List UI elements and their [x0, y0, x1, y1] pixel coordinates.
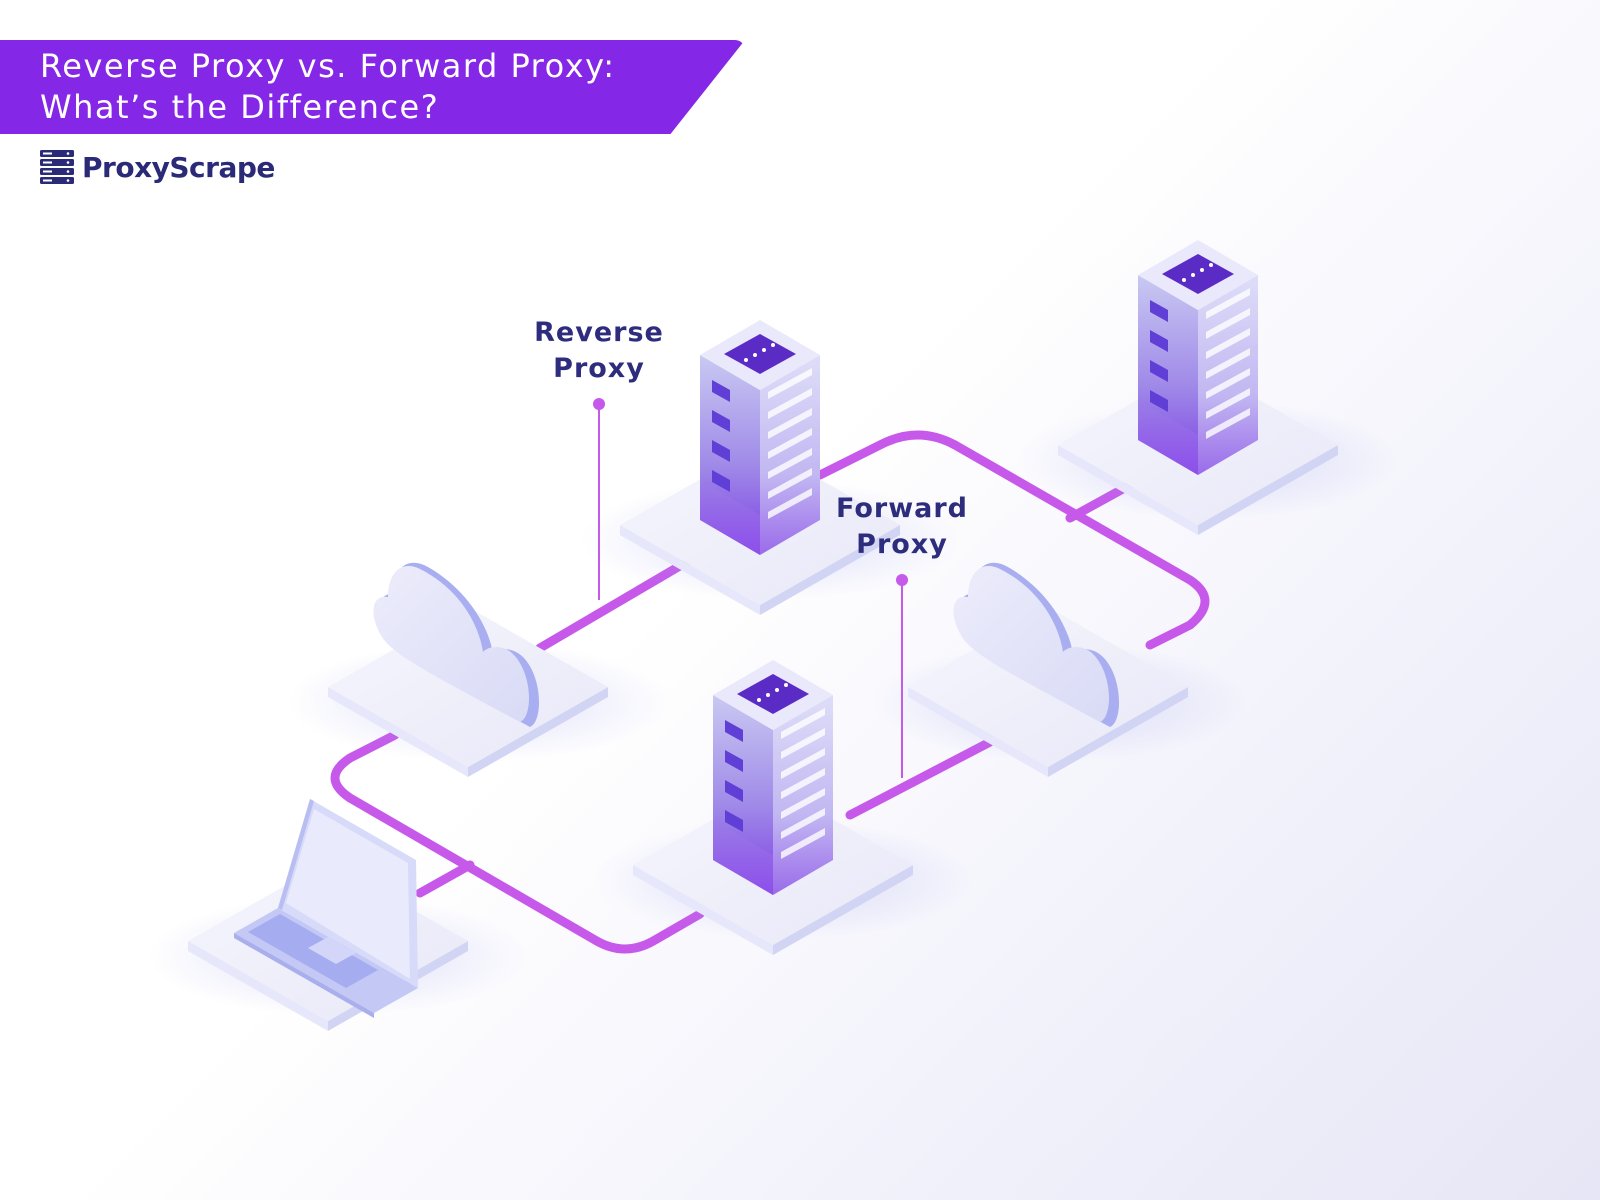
- reverse-proxy-label-line2: Proxy: [524, 351, 674, 387]
- cloud-right: [868, 563, 1248, 777]
- reverse-proxy-label-line1: Reverse: [524, 315, 674, 351]
- forward-proxy-label: Forward Proxy: [822, 491, 982, 563]
- reverse-proxy-pin: [593, 398, 605, 600]
- server-rack-icon: [1138, 240, 1258, 475]
- laptop-client: [148, 799, 528, 1031]
- connector-laptop: [420, 865, 470, 893]
- origin-server: [1018, 240, 1398, 535]
- cloud-left: [288, 563, 668, 777]
- forward-proxy-label-line2: Proxy: [822, 527, 982, 563]
- server-rack-icon: [700, 320, 820, 555]
- forward-proxy-label-line1: Forward: [822, 491, 982, 527]
- reverse-proxy-label: Reverse Proxy: [524, 315, 674, 387]
- server-rack-icon: [713, 660, 833, 895]
